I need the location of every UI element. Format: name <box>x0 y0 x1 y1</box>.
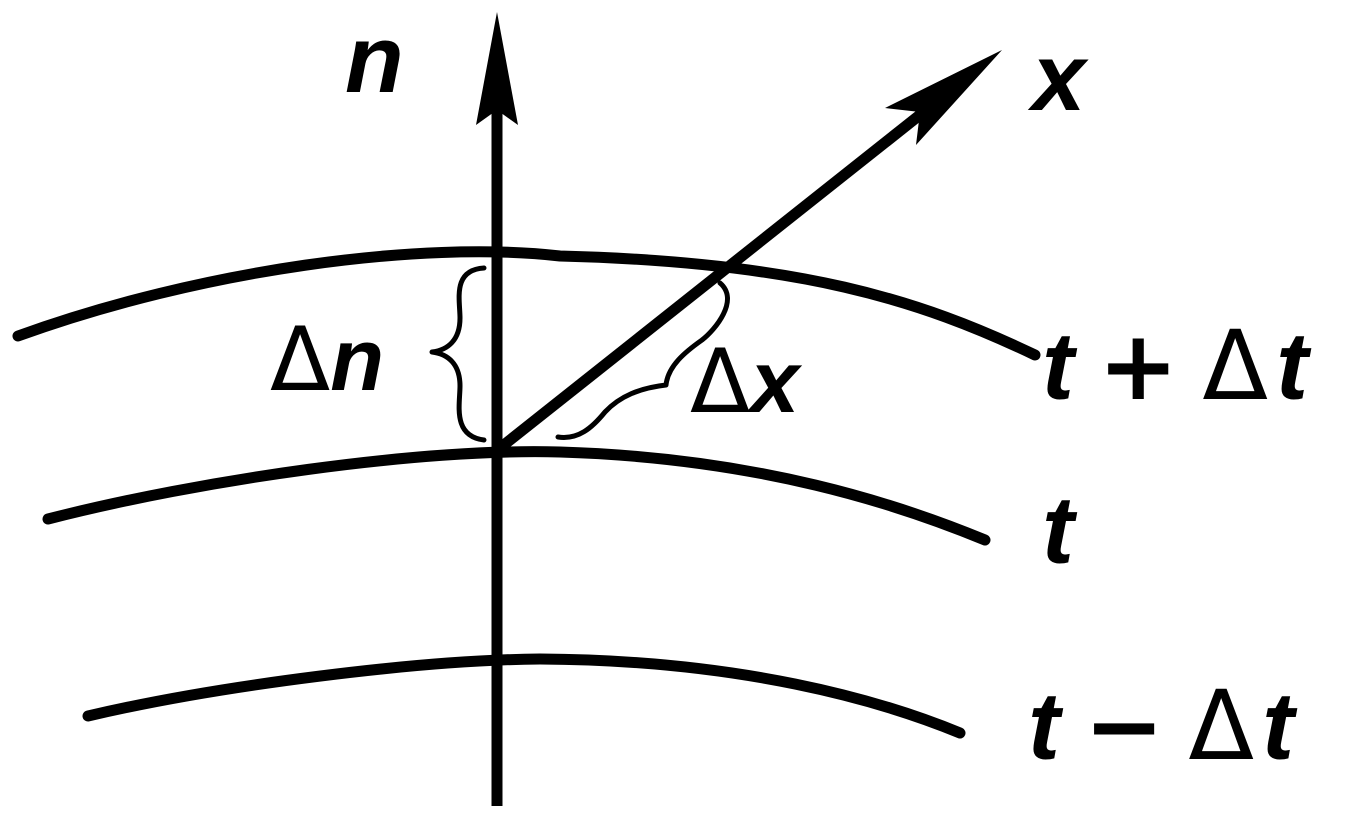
minus-operator: − <box>1083 670 1165 782</box>
wavefront-curve-t-plus-dt <box>12 246 1041 361</box>
n-axis-arrowhead <box>476 12 518 125</box>
isochrone-label-t-plus-dt: t + Δt <box>1042 318 1308 415</box>
plus-operator: + <box>1097 310 1179 422</box>
n-axis-label: n <box>345 6 404 113</box>
delta-n-label: Δn <box>270 316 384 406</box>
time-variable: t <box>1042 313 1074 420</box>
x-axis-line <box>496 90 949 453</box>
x-axis-label: x <box>1032 24 1086 131</box>
delta-x-label: Δx <box>690 338 799 428</box>
wavefront-curve-t-minus-dt <box>82 653 966 739</box>
x-axis-arrowhead <box>885 50 1002 145</box>
isochrone-label-t: t <box>1042 477 1074 584</box>
delta-time-variable: t <box>1276 313 1309 420</box>
wavefront-curve-t <box>42 446 991 546</box>
delta-symbol: Δ <box>1202 310 1269 422</box>
delta-time-variable: t <box>1262 673 1295 780</box>
delta-n-symbol: Δ <box>270 308 331 411</box>
time-variable: t <box>1028 673 1060 780</box>
delta-n-brace <box>429 265 487 443</box>
isochrone-label-t-minus-dt: t − Δt <box>1028 678 1294 775</box>
delta-n-variable: n <box>330 310 384 409</box>
delta-x-symbol: Δ <box>690 330 751 433</box>
delta-symbol: Δ <box>1188 670 1255 782</box>
delta-x-variable: x <box>750 332 800 431</box>
delta-x-brace <box>555 280 730 440</box>
